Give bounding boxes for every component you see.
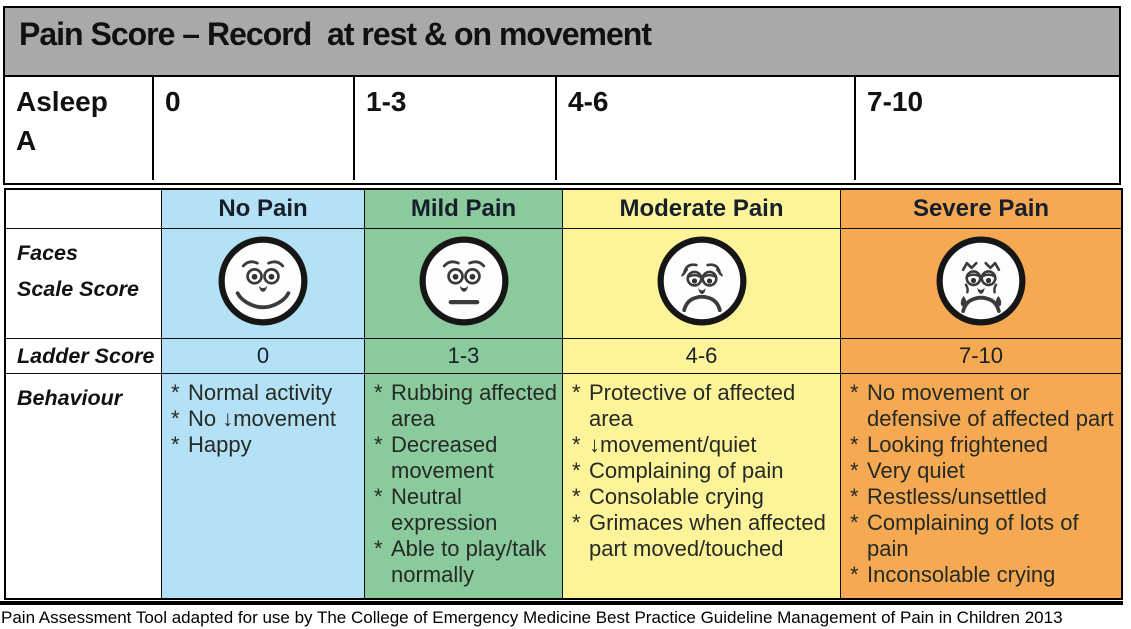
bullet: * xyxy=(572,457,581,483)
ladder-score-mild-pain: 1-3 xyxy=(365,339,563,374)
behaviour-item: *Decreased movement xyxy=(374,431,498,483)
crying-face-icon xyxy=(936,236,1026,326)
behaviour-no-pain: *Normal activity *No ↓movement *Happy xyxy=(162,374,365,598)
behaviour-item: *Complaining of pain xyxy=(572,457,784,483)
behaviour-item: *Very quiet xyxy=(850,457,965,483)
score-cell-1-3: 1-3 xyxy=(355,77,557,180)
behaviour-item: *Grimaces when affected part moved/touch… xyxy=(572,509,826,561)
face-cell-no-pain xyxy=(162,229,365,339)
behaviour-item: *Complaining of lots of pain xyxy=(850,509,1079,561)
column-header-no-pain: No Pain xyxy=(162,190,365,229)
neutral-face-icon xyxy=(419,236,508,326)
behaviour-item: *Happy xyxy=(171,431,252,457)
bullet: * xyxy=(374,380,383,405)
pain-assessment-table: No Pain Mild Pain Moderate Pain Severe P… xyxy=(4,188,1123,600)
bullet: * xyxy=(850,380,859,405)
behaviour-label: Behaviour xyxy=(6,374,162,598)
bullet: * xyxy=(374,535,383,561)
behaviour-item: *Looking frightened xyxy=(850,431,1049,457)
bullet: * xyxy=(171,405,180,431)
bullet: * xyxy=(374,483,383,509)
bullet: * xyxy=(850,509,859,535)
ladder-score-label: Ladder Score xyxy=(6,339,162,374)
behaviour-item: *No movement or defensive of affected pa… xyxy=(850,380,1114,431)
behaviour-item: *↓movement/quiet xyxy=(572,431,757,457)
pain-score-record-cells: Asleep A 0 1-3 4-6 7-10 xyxy=(5,77,1119,180)
bullet: * xyxy=(374,431,383,457)
bullet: * xyxy=(850,561,859,587)
behaviour-moderate-pain: *Protective of affected area *↓movement/… xyxy=(563,374,841,598)
bullet: * xyxy=(572,483,581,509)
bullet: * xyxy=(572,509,581,535)
score-cell-4-6: 4-6 xyxy=(557,77,856,180)
bullet: * xyxy=(850,483,859,509)
asleep-label: Asleep xyxy=(16,86,108,117)
pain-score-record-table: Pain Score – Record at rest & on movemen… xyxy=(3,6,1121,185)
footer-divider-rule xyxy=(0,601,1123,605)
sad-face-icon xyxy=(657,236,746,326)
asleep-code: A xyxy=(16,125,37,157)
score-cell-7-10: 7-10 xyxy=(867,86,924,117)
bullet: * xyxy=(171,380,180,405)
footer-caption: Pain Assessment Tool adapted for use by … xyxy=(1,608,1063,627)
bullet: * xyxy=(850,457,859,483)
ladder-score-no-pain: 0 xyxy=(162,339,365,374)
behaviour-mild-pain: *Rubbing affected area *Decreased moveme… xyxy=(365,374,563,598)
ladder-score-moderate-pain: 4-6 xyxy=(563,339,841,374)
face-cell-severe-pain xyxy=(841,229,1121,339)
face-cell-moderate-pain xyxy=(563,229,841,339)
happy-face-icon xyxy=(218,236,308,326)
behaviour-item: *Inconsolable crying xyxy=(850,561,1056,587)
behaviour-item: *Restless/unsettled xyxy=(850,483,1047,509)
behaviour-severe-pain: *No movement or defensive of affected pa… xyxy=(841,374,1121,598)
behaviour-item: *Rubbing affected area xyxy=(374,380,557,431)
behaviour-item: *Protective of affected area xyxy=(572,380,796,431)
faces-scale-score-label: Faces Scale Score xyxy=(6,229,162,339)
behaviour-item: *Consolable crying xyxy=(572,483,764,509)
face-cell-mild-pain xyxy=(365,229,563,339)
header-empty-cell xyxy=(6,190,162,229)
column-header-mild-pain: Mild Pain xyxy=(365,190,563,229)
bullet: * xyxy=(572,431,581,457)
asleep-cell: Asleep A xyxy=(5,77,154,180)
column-header-severe-pain: Severe Pain xyxy=(841,190,1121,229)
behaviour-item: *Able to play/talk normally xyxy=(374,535,547,587)
behaviour-item: *Neutral expression xyxy=(374,483,498,535)
pain-score-title-row: Pain Score – Record at rest & on movemen… xyxy=(5,8,1119,77)
bullet: * xyxy=(850,431,859,457)
column-header-moderate-pain: Moderate Pain xyxy=(563,190,841,229)
behaviour-item: *No ↓movement xyxy=(171,405,336,431)
ladder-score-severe-pain: 7-10 xyxy=(841,339,1121,374)
pain-score-title: Pain Score – Record at rest & on movemen… xyxy=(19,16,652,52)
behaviour-item: *Normal activity xyxy=(171,380,333,405)
bullet: * xyxy=(572,380,581,405)
bullet: * xyxy=(171,431,180,457)
score-cell-0: 0 xyxy=(154,77,355,180)
